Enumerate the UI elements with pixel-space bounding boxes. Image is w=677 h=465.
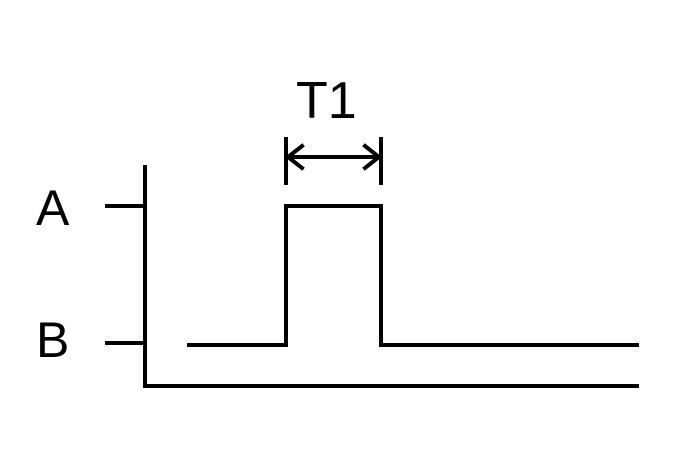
pulse-waveform bbox=[187, 204, 639, 347]
pulse-width-arrowhead-right bbox=[362, 143, 383, 171]
pulse-width-label: T1 bbox=[296, 72, 357, 130]
level-b-label: B bbox=[36, 312, 69, 368]
level-a-label: A bbox=[36, 180, 70, 236]
pulse-width-arrowhead-left bbox=[284, 143, 305, 171]
